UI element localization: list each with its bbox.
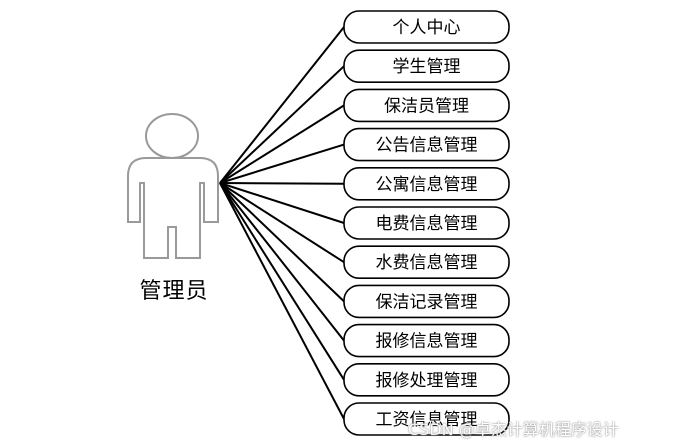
use-case-item: 电费信息管理 [343,206,510,240]
association-lines [219,26,345,420]
use-case-box [343,127,510,162]
association-line [219,182,345,381]
actor-label: 管理员 [139,279,209,304]
use-case-label: 保洁记录管理 [376,292,478,312]
use-case-item: 保洁员管理 [343,88,510,123]
use-case-box [343,10,510,44]
use-case-label: 学生管理 [393,57,461,77]
use-case-label: 公寓信息管理 [376,175,478,195]
association-line [219,26,345,184]
use-case-box [343,402,510,436]
actor-body [127,157,219,259]
use-case-item: 公告信息管理 [343,127,510,162]
association-line [219,182,345,185]
use-case-label: 水费信息管理 [376,253,478,273]
use-case-item: 水费信息管理 [343,245,510,279]
use-case-box [343,323,510,358]
association-line [219,182,345,303]
use-case-item: 个人中心 [343,10,510,44]
actor-figure-icon [127,113,219,259]
use-case-box [343,245,510,279]
use-case-box [343,88,510,123]
use-case-item: 公寓信息管理 [343,167,510,201]
use-case-label: 工资信息管理 [376,410,478,430]
use-case-box [343,284,510,319]
use-case-box [343,49,510,84]
association-line [219,65,345,184]
use-case-label: 公告信息管理 [376,136,478,156]
use-case-box [343,167,510,201]
use-case-item: 报修信息管理 [343,323,510,358]
use-case-box [343,206,510,240]
use-case-list: 个人中心学生管理保洁员管理公告信息管理公寓信息管理电费信息管理水费信息管理保洁记… [343,10,510,436]
use-case-item: 保洁记录管理 [343,284,510,319]
association-line [219,143,345,184]
association-line [219,182,345,342]
use-case-item: 工资信息管理 [343,402,510,436]
use-case-label: 报修信息管理 [376,332,478,352]
use-case-box [343,362,510,397]
use-case-label: 保洁员管理 [384,96,469,116]
use-case-item: 报修处理管理 [343,362,510,397]
use-case-label: 个人中心 [393,18,461,38]
use-case-label: 报修处理管理 [376,371,478,391]
association-line [219,182,345,224]
use-case-item: 学生管理 [343,49,510,84]
association-line [219,182,345,420]
watermark: CSDN @卓杰计算机程序设计 [408,420,619,439]
association-line [219,182,345,264]
use-case-label: 电费信息管理 [376,214,478,234]
association-line [219,104,345,184]
actor-head [145,113,199,159]
